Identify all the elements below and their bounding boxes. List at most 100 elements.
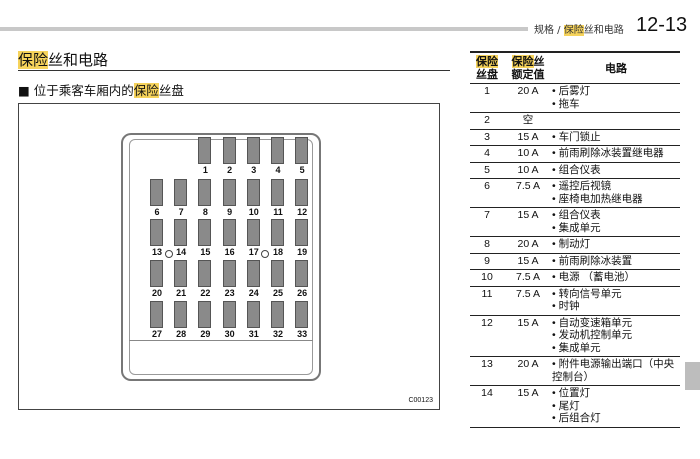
- fuse-label: 17: [248, 247, 259, 257]
- subtitle-rest: 丝盘: [158, 83, 184, 98]
- circuit-item: 自动变速箱单元: [552, 317, 680, 330]
- circuit-item: 前雨刷除冰装置继电器: [552, 147, 680, 160]
- fuse-rating: 7.5 A: [504, 178, 552, 208]
- fuse-number: 11: [470, 286, 504, 316]
- fuse-7: [174, 179, 188, 206]
- fuse-label: 14: [176, 247, 187, 257]
- fuse-number: 4: [470, 145, 504, 163]
- fuse-10: [246, 179, 260, 206]
- fuse-32: [271, 301, 284, 328]
- circuit-item: 拖车: [552, 98, 680, 111]
- table-row: 117.5 A转向信号单元时钟: [470, 286, 680, 316]
- circuit-item: 电源 （蓄电池）: [552, 271, 680, 284]
- fuse-28: [174, 301, 188, 328]
- circuit-list: 前雨刷除冰装置继电器: [552, 145, 680, 163]
- header-section: 规格 / 保险丝和电路: [534, 21, 624, 36]
- fuse-rating: 空: [504, 112, 552, 130]
- fuse-rating: 20 A: [504, 356, 552, 386]
- header-rest: 丝和电路: [583, 25, 624, 36]
- fuse-label: 9: [227, 207, 233, 217]
- fuse-18: [271, 219, 284, 246]
- fuse-label: 28: [176, 329, 187, 339]
- fuse-box-divider: [129, 340, 313, 341]
- circuit-list: 附件电源输出端口（中央控制台）: [552, 356, 680, 386]
- table-body: 120 A后雾灯拖车2空315 A车门锁止410 A前雨刷除冰装置继电器510 …: [470, 83, 680, 428]
- fuse-label: 21: [176, 288, 187, 298]
- fuse-24: [246, 260, 260, 287]
- fuse-label: 31: [248, 329, 259, 339]
- circuit-list: 自动变速箱单元发动机控制单元集成单元: [552, 315, 680, 357]
- fuse-label: 12: [297, 207, 308, 217]
- header-fuse-no: 保险丝盘: [470, 51, 504, 84]
- circuit-list: [552, 112, 680, 130]
- fuse-label: 2: [227, 165, 233, 175]
- fuse-number: 9: [470, 253, 504, 270]
- fuse-label: 4: [275, 165, 281, 175]
- title-highlight: 保险: [18, 51, 49, 69]
- fuse-rating: 15 A: [504, 253, 552, 270]
- circuit-list: 后雾灯拖车: [552, 83, 680, 113]
- fuse-label: 33: [297, 329, 308, 339]
- header-circuit: 电路: [552, 51, 680, 84]
- circuit-item: 组合仪表: [552, 164, 680, 177]
- header-highlight: 保险: [563, 25, 584, 36]
- fuse-2: [222, 137, 236, 164]
- fuse-rating: 15 A: [504, 129, 552, 146]
- fuse-label: 6: [154, 207, 160, 217]
- circuit-item: 位置灯: [552, 387, 680, 400]
- fuse-label: 20: [151, 288, 162, 298]
- fuse-rating: 10 A: [504, 145, 552, 163]
- fuse-label: 19: [297, 247, 308, 257]
- table-row: 107.5 A电源 （蓄电池）: [470, 269, 680, 287]
- fuse-label: 11: [273, 207, 283, 217]
- table-row: 715 A组合仪表集成单元: [470, 207, 680, 237]
- circuit-list: 转向信号单元时钟: [552, 286, 680, 316]
- fuse-16: [222, 219, 236, 246]
- fuse-rating: 15 A: [504, 385, 552, 428]
- fuse-number: 1: [470, 83, 504, 113]
- circuit-item: 车门锁止: [552, 131, 680, 144]
- fuse-8: [198, 179, 212, 206]
- h2-rest2: 额定值: [511, 68, 545, 81]
- fuse-label: 27: [151, 329, 162, 339]
- table-header: 保险丝盘 保险丝额定值 电路: [470, 51, 680, 84]
- fuse-label: 18: [272, 247, 283, 257]
- circuit-item: 组合仪表: [552, 209, 680, 222]
- fuse-22: [198, 260, 212, 287]
- fuse-number: 12: [470, 315, 504, 357]
- fuse-label: 5: [299, 165, 305, 175]
- circuit-list: 组合仪表: [552, 162, 680, 179]
- h1-rest: 丝盘: [476, 68, 498, 81]
- fuse-label: 26: [297, 288, 308, 298]
- fuse-13: [150, 219, 163, 246]
- fuse-21: [174, 260, 188, 287]
- fuse-rating: 20 A: [504, 236, 552, 254]
- subtitle-highlight: 保险: [133, 83, 159, 98]
- fuse-label: 13: [151, 247, 162, 257]
- fuse-label: 23: [224, 288, 235, 298]
- fuse-label: 1: [202, 165, 208, 175]
- circuit-item: 集成单元: [552, 342, 680, 355]
- screw-hole-icon: [165, 250, 173, 258]
- header-rule: [0, 27, 528, 31]
- fuse-14: [174, 219, 188, 246]
- table-row: 67.5 A遥控后视镜座椅电加热继电器: [470, 178, 680, 208]
- circuit-item: 发动机控制单元: [552, 329, 680, 342]
- table-row: 120 A后雾灯拖车: [470, 83, 680, 113]
- circuit-item: 集成单元: [552, 222, 680, 235]
- fuse-label: 22: [200, 288, 211, 298]
- fuse-29: [198, 301, 212, 328]
- fuse-12: [295, 179, 309, 206]
- h2-rest1: 丝: [533, 55, 545, 68]
- figure-caption: C00123: [408, 397, 433, 404]
- fuse-23: [222, 260, 236, 287]
- circuit-item: 后雾灯: [552, 85, 680, 98]
- fuse-number: 5: [470, 162, 504, 179]
- fuse-label: 24: [248, 288, 259, 298]
- fuse-rating: 7.5 A: [504, 286, 552, 316]
